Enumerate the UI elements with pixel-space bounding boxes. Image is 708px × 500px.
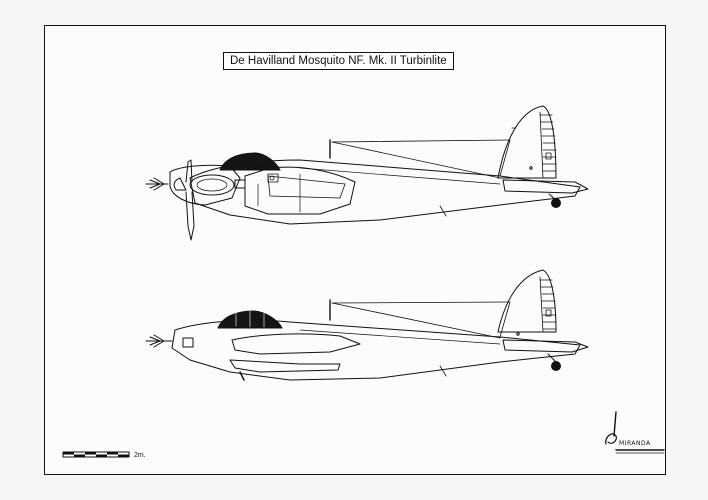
tail-fin xyxy=(497,105,557,179)
propeller-blade-lower xyxy=(185,191,195,241)
engine-nacelle xyxy=(229,359,341,373)
nose-antenna xyxy=(145,334,173,348)
turbinlite-nose xyxy=(169,164,241,206)
rudder-ribs xyxy=(539,279,557,330)
scale-bar xyxy=(62,451,130,458)
side-view-top xyxy=(145,105,589,241)
aerial-wire xyxy=(331,139,511,177)
canopy xyxy=(219,152,281,171)
side-view-bottom xyxy=(145,269,589,381)
tail-fin xyxy=(497,269,557,333)
engine-nacelle xyxy=(244,166,356,215)
tailplane xyxy=(502,339,589,353)
propeller-spinner xyxy=(173,177,187,191)
rudder-ribs xyxy=(539,114,557,172)
scale-label: 2m. xyxy=(134,452,146,459)
fuselage xyxy=(189,159,581,225)
propeller-blade-upper xyxy=(185,159,193,183)
nose-antenna xyxy=(145,177,169,191)
artist-signature-mark xyxy=(605,411,665,454)
tail-wheel xyxy=(551,361,561,371)
aerial-wire xyxy=(331,301,511,338)
drawing-sheet: De Havilland Mosquito NF. Mk. II Turbinl… xyxy=(44,25,666,475)
fuselage xyxy=(171,319,581,381)
artist-signature: MIRANDA xyxy=(619,440,651,447)
wing-fairing xyxy=(231,333,361,355)
drawing-title: De Havilland Mosquito NF. Mk. II Turbinl… xyxy=(223,52,454,70)
tailplane xyxy=(502,179,589,194)
